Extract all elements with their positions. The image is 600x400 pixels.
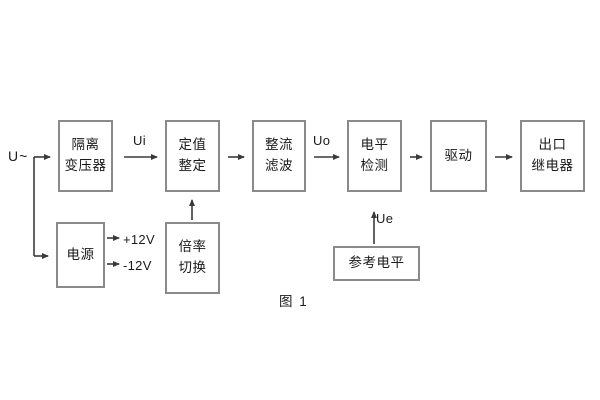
block-label-line2: 整定: [178, 158, 207, 173]
signal-label-ue: Ue: [376, 211, 394, 226]
block-label-line2: 滤波: [265, 158, 293, 173]
signal-label-input-u: U~: [8, 148, 29, 164]
block-label-line1: 定值: [178, 137, 207, 153]
block-reference-level: 参考电平: [333, 246, 420, 281]
block-label-line1: 驱动: [444, 147, 473, 163]
block-label-line2: 继电器: [531, 158, 574, 173]
signal-label-rail-positive: +12V: [123, 232, 155, 247]
signal-label-ui: Ui: [133, 133, 146, 148]
block-label-line2: 切换: [178, 260, 207, 275]
block-label-line1: 出口: [538, 137, 567, 153]
block-label-line1: 倍率: [178, 239, 207, 255]
block-output-relay: 出口 继电器: [520, 120, 585, 192]
block-drive: 驱动: [430, 120, 487, 192]
signal-label-rail-negative: -12V: [123, 258, 152, 273]
block-label-line2: 检测: [360, 158, 389, 173]
block-isolation-transformer: 隔离 变压器: [58, 120, 113, 192]
block-label-line1: 电平: [360, 137, 389, 153]
block-rectify-filter: 整流 滤波: [252, 120, 306, 192]
block-label-line2: 变压器: [64, 158, 107, 173]
block-label-line1: 参考电平: [348, 255, 405, 271]
block-power-supply: 电源: [56, 222, 105, 288]
block-multiplier-switch: 倍率 切换: [165, 222, 220, 294]
block-level-detection: 电平 检测: [347, 120, 402, 192]
figure-caption: 图 1: [279, 294, 309, 309]
block-label-line1: 整流: [265, 137, 293, 153]
block-label-line1: 电源: [66, 246, 95, 262]
block-label-line1: 隔离: [71, 137, 100, 153]
block-setting-value: 定值 整定: [165, 120, 220, 192]
signal-label-uo: Uo: [313, 133, 331, 148]
